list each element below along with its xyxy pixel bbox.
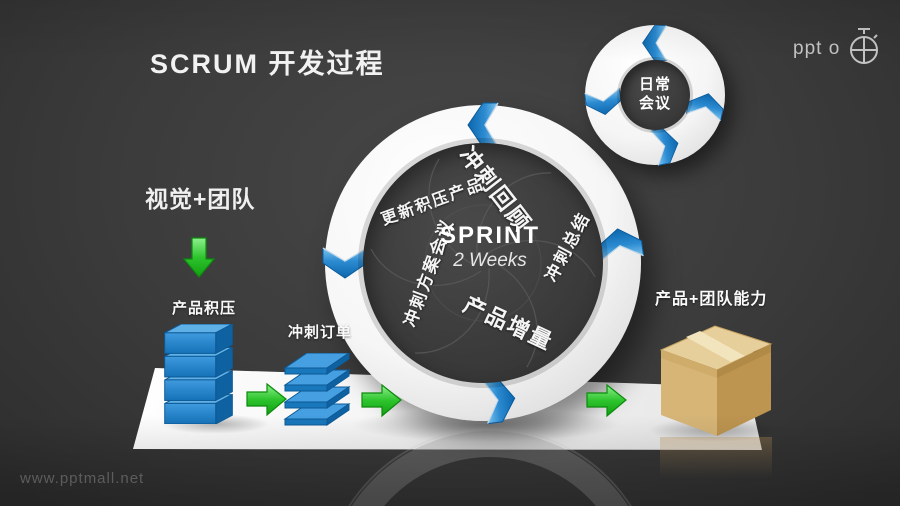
wheel-reflection [348,428,632,506]
arrow-right-icon [586,383,628,423]
sprint-center-label: SPRINT 2 Weeks [440,222,540,272]
daily-meeting-label: 日常 会议 [638,76,671,112]
brand-logo: ppt o [793,26,883,71]
sprint-order-label: 冲刺订单 [288,324,353,341]
watermark: www.pptmall.net [20,470,145,487]
arrow-right-icon [361,383,403,423]
product-backlog-stack [164,323,236,429]
brand-logo-text: ppt o [793,37,841,59]
daily-meeting-core: 日常 会议 [620,60,690,130]
page-title: SCRUM 开发过程 [150,49,385,79]
product-backlog-label: 产品积压 [172,300,237,317]
cardboard-box [653,318,779,443]
vision-team-label: 视觉+团队 [145,186,256,212]
box-reflection [660,437,772,479]
sprint-duration: 2 Weeks [453,250,527,271]
sprint-wheel-core [363,143,603,383]
swirl-pattern [370,158,596,368]
arrow-down-icon [182,237,216,284]
arrow-right-icon [246,382,288,422]
sprint-title: SPRINT [439,222,541,249]
stopwatch-icon [845,26,883,71]
daily-meeting-wheel: 日常 会议 [584,25,725,166]
sprint-order-stack [283,352,353,432]
output-capability-label: 产品+团队能力 [655,291,768,308]
